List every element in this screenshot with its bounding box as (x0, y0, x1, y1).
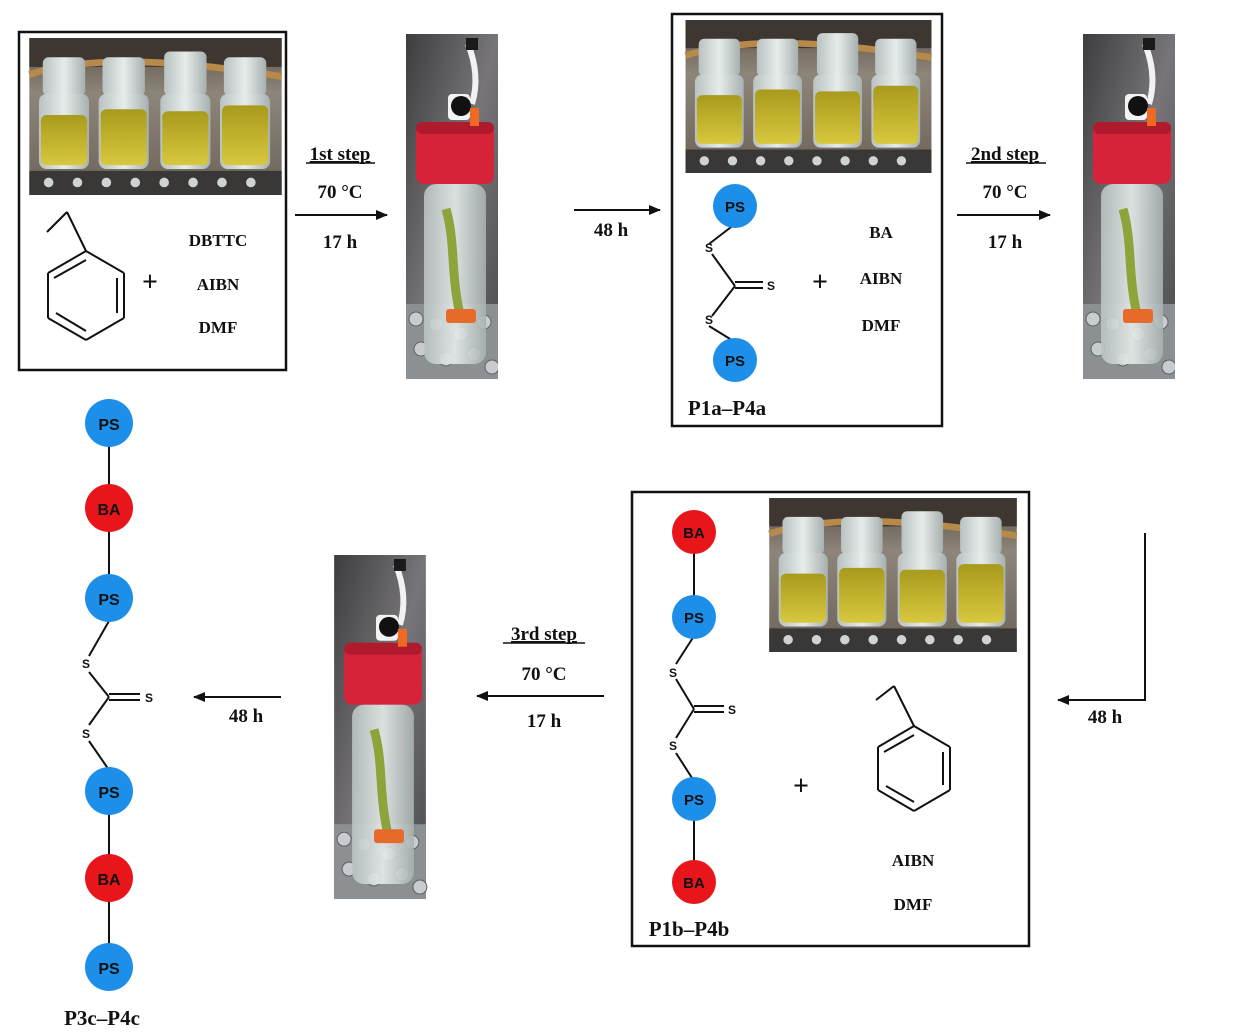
ps-block: PS (713, 338, 757, 382)
ba-block: BA (85, 484, 133, 532)
sulfur-atom: S (728, 703, 736, 717)
svg-text:PS: PS (98, 785, 120, 802)
ba-block: BA (85, 854, 133, 902)
step3-time: 17 h (527, 711, 562, 732)
wait-label-1: 48 h (594, 220, 629, 241)
step1-label: 1st step (310, 144, 371, 165)
wait-arrow-3: 48 h (193, 692, 281, 727)
sulfur-atom: S (145, 691, 153, 705)
ba-block: BA (672, 860, 716, 904)
styrene-structure (875, 685, 951, 812)
reagent-aibn: AIBN (197, 275, 240, 294)
sulfur-atom: S (705, 313, 713, 327)
step3-label: 3rd step (511, 624, 577, 645)
plus-sign: + (142, 267, 158, 298)
vial-array-photo (29, 38, 281, 195)
ps-block: PS (85, 943, 133, 991)
step1-temp: 70 °C (317, 182, 362, 203)
svg-text:BA: BA (97, 872, 121, 889)
reagent-dmf: DMF (199, 318, 238, 337)
reagent-ba: BA (869, 223, 893, 242)
wait-arrow-1: 48 h (574, 205, 661, 241)
ba-block: BA (672, 510, 716, 554)
svg-text:BA: BA (683, 875, 705, 892)
wait-label-3: 48 h (229, 706, 264, 727)
box-step1-reactants: + DBTTC AIBN DMF (17, 30, 288, 372)
svg-text:PS: PS (98, 417, 120, 434)
sulfur-atom: S (705, 241, 713, 255)
reagent-aibn: AIBN (892, 851, 935, 870)
reagent-aibn: AIBN (860, 269, 903, 288)
box-intermediate-a: S S S PS PS + BA AIBN DMF P1a–P4a (670, 12, 944, 428)
wait-label-2: 48 h (1088, 707, 1123, 728)
svg-text:PS: PS (98, 592, 120, 609)
product-label-c: P3c–P4c (64, 1006, 140, 1030)
sulfur-atom: S (82, 657, 90, 671)
svg-text:BA: BA (683, 525, 705, 542)
svg-text:PS: PS (684, 792, 704, 809)
reactor-bottle-photo-3 (334, 555, 427, 899)
sulfur-atom: S (767, 279, 775, 293)
step3-arrow: 3rd step 70 °C 17 h (476, 624, 604, 732)
ps-block: PS (672, 777, 716, 821)
ps-block: PS (672, 595, 716, 639)
svg-text:PS: PS (725, 199, 745, 216)
reagent-dmf: DMF (894, 895, 933, 914)
ps-block: PS (85, 399, 133, 447)
reagent-dmf: DMF (862, 316, 901, 335)
reactor-bottle-photo-2 (1083, 34, 1176, 379)
ps-block: PS (85, 767, 133, 815)
product-label-b: P1b–P4b (649, 917, 730, 941)
box-intermediate-b: S S S BA PS PS BA + (630, 490, 1031, 948)
step2-time: 17 h (988, 232, 1023, 253)
vial-array-photo (769, 498, 1017, 652)
vial-array-photo (686, 20, 932, 173)
ps-block: PS (713, 184, 757, 228)
svg-text:PS: PS (98, 961, 120, 978)
final-product-structure: S S S PS BA PS PS BA PS P3c–P4c (64, 399, 153, 1030)
step1-arrow: 1st step 70 °C 17 h (295, 144, 388, 253)
plus-sign: + (793, 771, 809, 802)
sulfur-atom: S (669, 739, 677, 753)
product-label-a: P1a–P4a (688, 396, 767, 420)
step2-temp: 70 °C (982, 182, 1027, 203)
step3-temp: 70 °C (521, 664, 566, 685)
svg-text:BA: BA (97, 502, 121, 519)
styrene-structure (46, 211, 125, 341)
step2-label: 2nd step (971, 144, 1039, 165)
sulfur-atom: S (669, 666, 677, 680)
sulfur-atom: S (82, 727, 90, 741)
ps-block: PS (85, 574, 133, 622)
reagent-dbttc: DBTTC (189, 231, 248, 250)
svg-text:PS: PS (725, 353, 745, 370)
plus-sign: + (812, 267, 828, 298)
step1-time: 17 h (323, 232, 358, 253)
step2-arrow: 2nd step 70 °C 17 h (957, 144, 1051, 253)
wait-arrow-2: 48 h (1057, 533, 1146, 728)
reactor-bottle-photo-1 (406, 34, 499, 379)
svg-text:PS: PS (684, 610, 704, 627)
